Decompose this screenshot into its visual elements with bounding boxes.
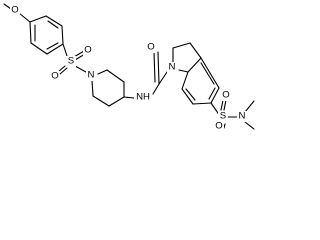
methoxy-oxygen-label: O xyxy=(11,5,18,16)
chemical-structure-diagram: O S O O N NH O N S O O N xyxy=(3,3,255,131)
sulfonyl-oxygen-bottom-label: O xyxy=(51,71,58,82)
sulfonamide-oxygen-top-label: O xyxy=(222,90,229,101)
sulfonyl-oxygen-top-label: O xyxy=(84,45,91,56)
indoline-nitrogen-label: N xyxy=(169,62,176,73)
sulfonamide-oxygen-bottom-label: O xyxy=(215,121,222,131)
atom-labels: O S O O N NH O N S O O N xyxy=(10,5,247,131)
amide-nh-label: NH xyxy=(136,92,150,103)
bond-lines xyxy=(3,3,255,130)
amide-oxygen-label: O xyxy=(147,42,154,53)
sulfonamide-sulfur-label: S xyxy=(220,111,226,122)
sulfonamide-nitrogen-label: N xyxy=(239,111,246,122)
piperidine-nitrogen-label: N xyxy=(88,70,95,81)
sulfonyl-sulfur-label: S xyxy=(68,56,74,67)
